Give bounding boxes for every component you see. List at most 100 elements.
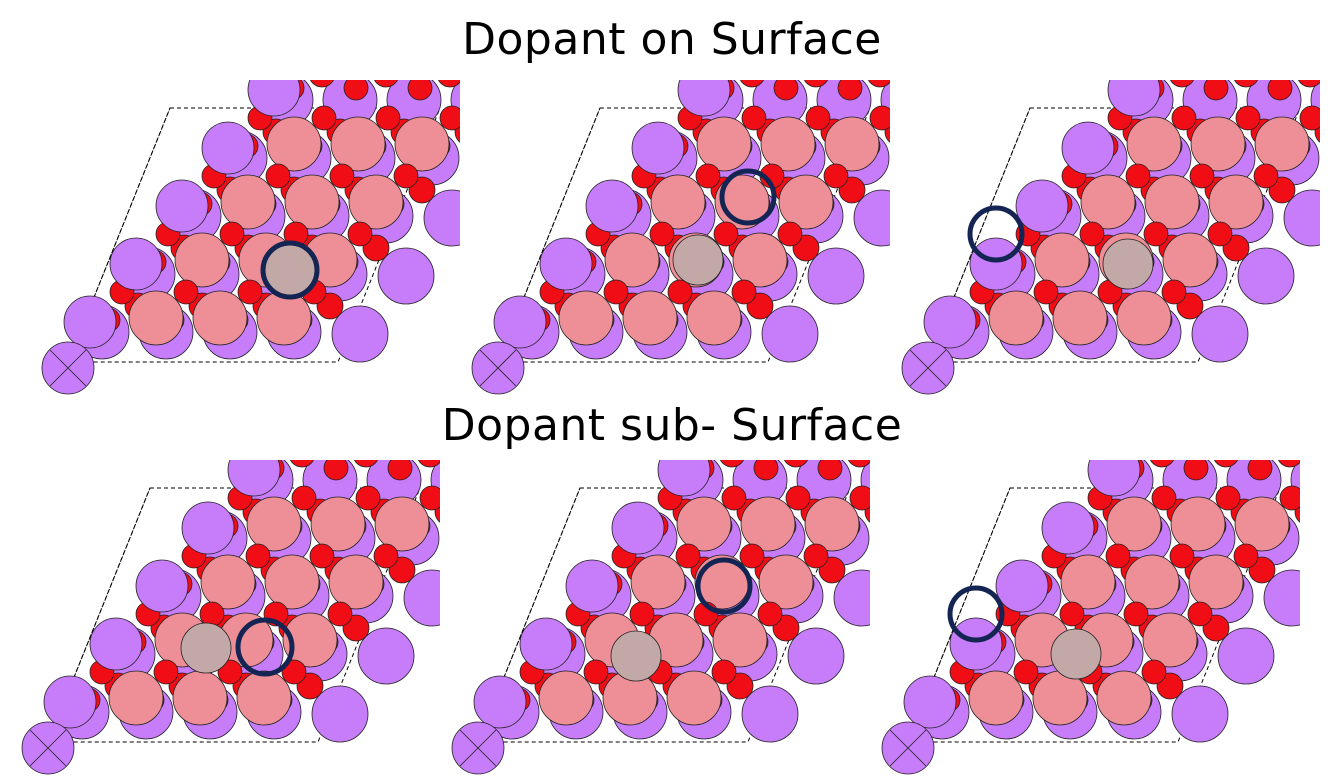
red-atom: [347, 221, 373, 247]
pink-atom: [1116, 290, 1172, 346]
pink-atom: [1162, 232, 1218, 288]
pink-atom: [988, 290, 1044, 346]
red-atom: [805, 105, 831, 131]
purple-atom: [761, 305, 819, 363]
red-atom: [1215, 485, 1241, 511]
purple-atom: [247, 80, 301, 117]
highlight-ring: [260, 240, 320, 300]
pink-atom: [284, 174, 340, 230]
pink-atom: [1234, 496, 1290, 552]
pink-atom: [282, 612, 338, 668]
red-atom: [327, 601, 353, 627]
red-atom: [1247, 460, 1273, 481]
red-atom: [757, 601, 783, 627]
purple-atom: [89, 617, 143, 671]
pink-atom: [1052, 290, 1108, 346]
pink-atom: [968, 670, 1024, 726]
pink-atom: [108, 670, 164, 726]
purple-atom: [1107, 80, 1161, 117]
red-atom: [1079, 221, 1105, 247]
red-atom: [711, 659, 737, 685]
purple-atom: [1263, 569, 1300, 627]
pink-atom: [686, 290, 742, 346]
origin-cross: [479, 349, 517, 387]
red-atom: [329, 163, 355, 189]
origin-cross: [889, 729, 927, 767]
purple-atom: [611, 501, 665, 555]
purple-atom: [1171, 685, 1229, 743]
red-atom: [1189, 163, 1215, 189]
red-atom: [629, 601, 655, 627]
purple-atom: [403, 569, 440, 627]
pink-atom: [824, 116, 880, 172]
red-atom: [418, 460, 440, 468]
pink-atom: [1190, 116, 1246, 172]
pink-atom: [758, 554, 814, 610]
pink-atom: [1188, 554, 1244, 610]
purple-atom: [331, 305, 389, 363]
purple-atom: [1015, 179, 1069, 233]
red-atom: [1279, 485, 1300, 511]
slab-panel: [41, 80, 460, 395]
pink-atom: [1170, 496, 1226, 552]
purple-atom: [585, 179, 639, 233]
red-atom: [848, 460, 870, 468]
purple-atom: [1041, 501, 1095, 555]
pink-atom: [266, 116, 322, 172]
red-atom: [823, 163, 849, 189]
purple-atom: [949, 617, 1003, 671]
dopant-atom: [1102, 238, 1154, 290]
red-atom: [849, 485, 870, 511]
red-atom: [773, 80, 799, 101]
highlight-ring: [695, 557, 753, 615]
red-atom: [803, 543, 829, 569]
red-atom: [393, 163, 419, 189]
purple-atom: [43, 675, 97, 729]
pink-atom: [374, 496, 430, 552]
red-atom: [1170, 80, 1194, 88]
pink-atom: [256, 290, 312, 346]
pink-atom: [676, 496, 732, 552]
red-atom: [1169, 543, 1195, 569]
purple-atom: [1237, 247, 1295, 305]
red-atom: [1141, 659, 1167, 685]
dopant-atom: [1050, 628, 1102, 680]
red-atom: [290, 460, 314, 468]
pink-atom: [1106, 496, 1162, 552]
red-atom: [355, 485, 381, 511]
red-atom: [1105, 543, 1131, 569]
highlight-ring: [719, 168, 777, 226]
purple-atom: [519, 617, 573, 671]
pink-atom: [1096, 670, 1152, 726]
pink-atom: [192, 290, 248, 346]
pink-atom: [558, 290, 614, 346]
dopant-atom: [672, 234, 724, 286]
red-atom: [1143, 221, 1169, 247]
purple-atom: [903, 675, 957, 729]
red-atom: [720, 460, 744, 468]
red-atom: [1013, 659, 1039, 685]
red-atom: [173, 279, 199, 305]
purple-atom: [741, 685, 799, 743]
red-atom: [439, 105, 460, 131]
pink-atom: [630, 554, 686, 610]
purple-atom: [109, 237, 163, 291]
red-atom: [1150, 460, 1174, 468]
red-atom: [387, 460, 413, 481]
red-atom: [309, 543, 335, 569]
red-atom: [323, 460, 349, 481]
pink-atom: [174, 232, 230, 288]
highlight-ring: [235, 617, 295, 677]
purple-atom: [1283, 189, 1320, 247]
red-atom: [869, 105, 890, 131]
pink-atom: [128, 290, 184, 346]
purple-atom: [63, 295, 117, 349]
red-atom: [777, 221, 803, 247]
purple-atom: [923, 295, 977, 349]
pink-atom: [348, 174, 404, 230]
red-atom: [1161, 279, 1187, 305]
purple-atom: [493, 295, 547, 349]
purple-atom: [539, 237, 593, 291]
purple-atom: [631, 121, 685, 175]
red-atom: [199, 601, 225, 627]
